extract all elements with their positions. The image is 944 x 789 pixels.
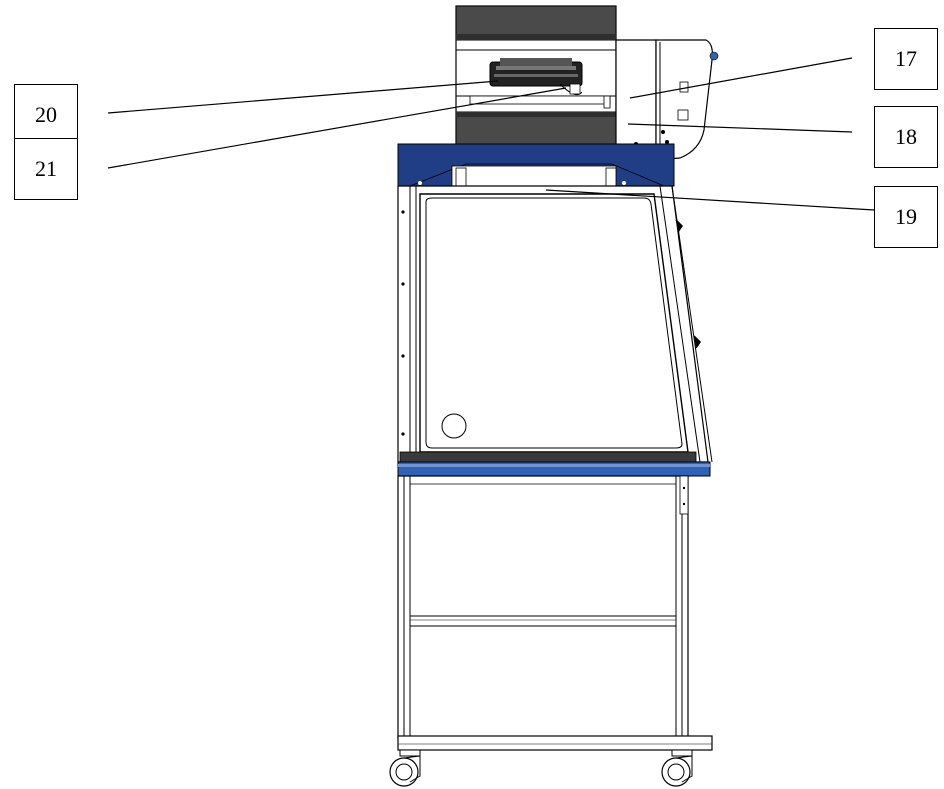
callout-17-label: 17 bbox=[895, 46, 917, 71]
callout-21: 21 bbox=[14, 138, 78, 200]
callout-21-label: 21 bbox=[35, 156, 57, 181]
cabinet-top-frame bbox=[397, 143, 675, 189]
callout-18: 18 bbox=[874, 106, 938, 168]
callout-19-label: 19 bbox=[895, 204, 917, 229]
leader-lines bbox=[107, 57, 875, 211]
callout-19: 19 bbox=[874, 186, 938, 248]
callout-17: 17 bbox=[874, 28, 938, 90]
control-housing bbox=[615, 39, 719, 161]
callout-20: 20 bbox=[14, 84, 78, 146]
worktop bbox=[397, 461, 711, 477]
leader-line-19 bbox=[545, 189, 875, 211]
left-caster bbox=[389, 749, 421, 787]
blower-fan bbox=[489, 58, 583, 96]
callout-18-label: 18 bbox=[895, 124, 917, 149]
leader-line-18 bbox=[627, 123, 853, 133]
callout-20-label: 20 bbox=[35, 102, 57, 127]
leader-line-20 bbox=[107, 80, 499, 114]
leader-line-17 bbox=[629, 57, 853, 99]
leader-line-21 bbox=[107, 87, 567, 169]
right-caster bbox=[661, 749, 693, 787]
work-chamber bbox=[397, 185, 713, 463]
stand bbox=[397, 475, 713, 751]
